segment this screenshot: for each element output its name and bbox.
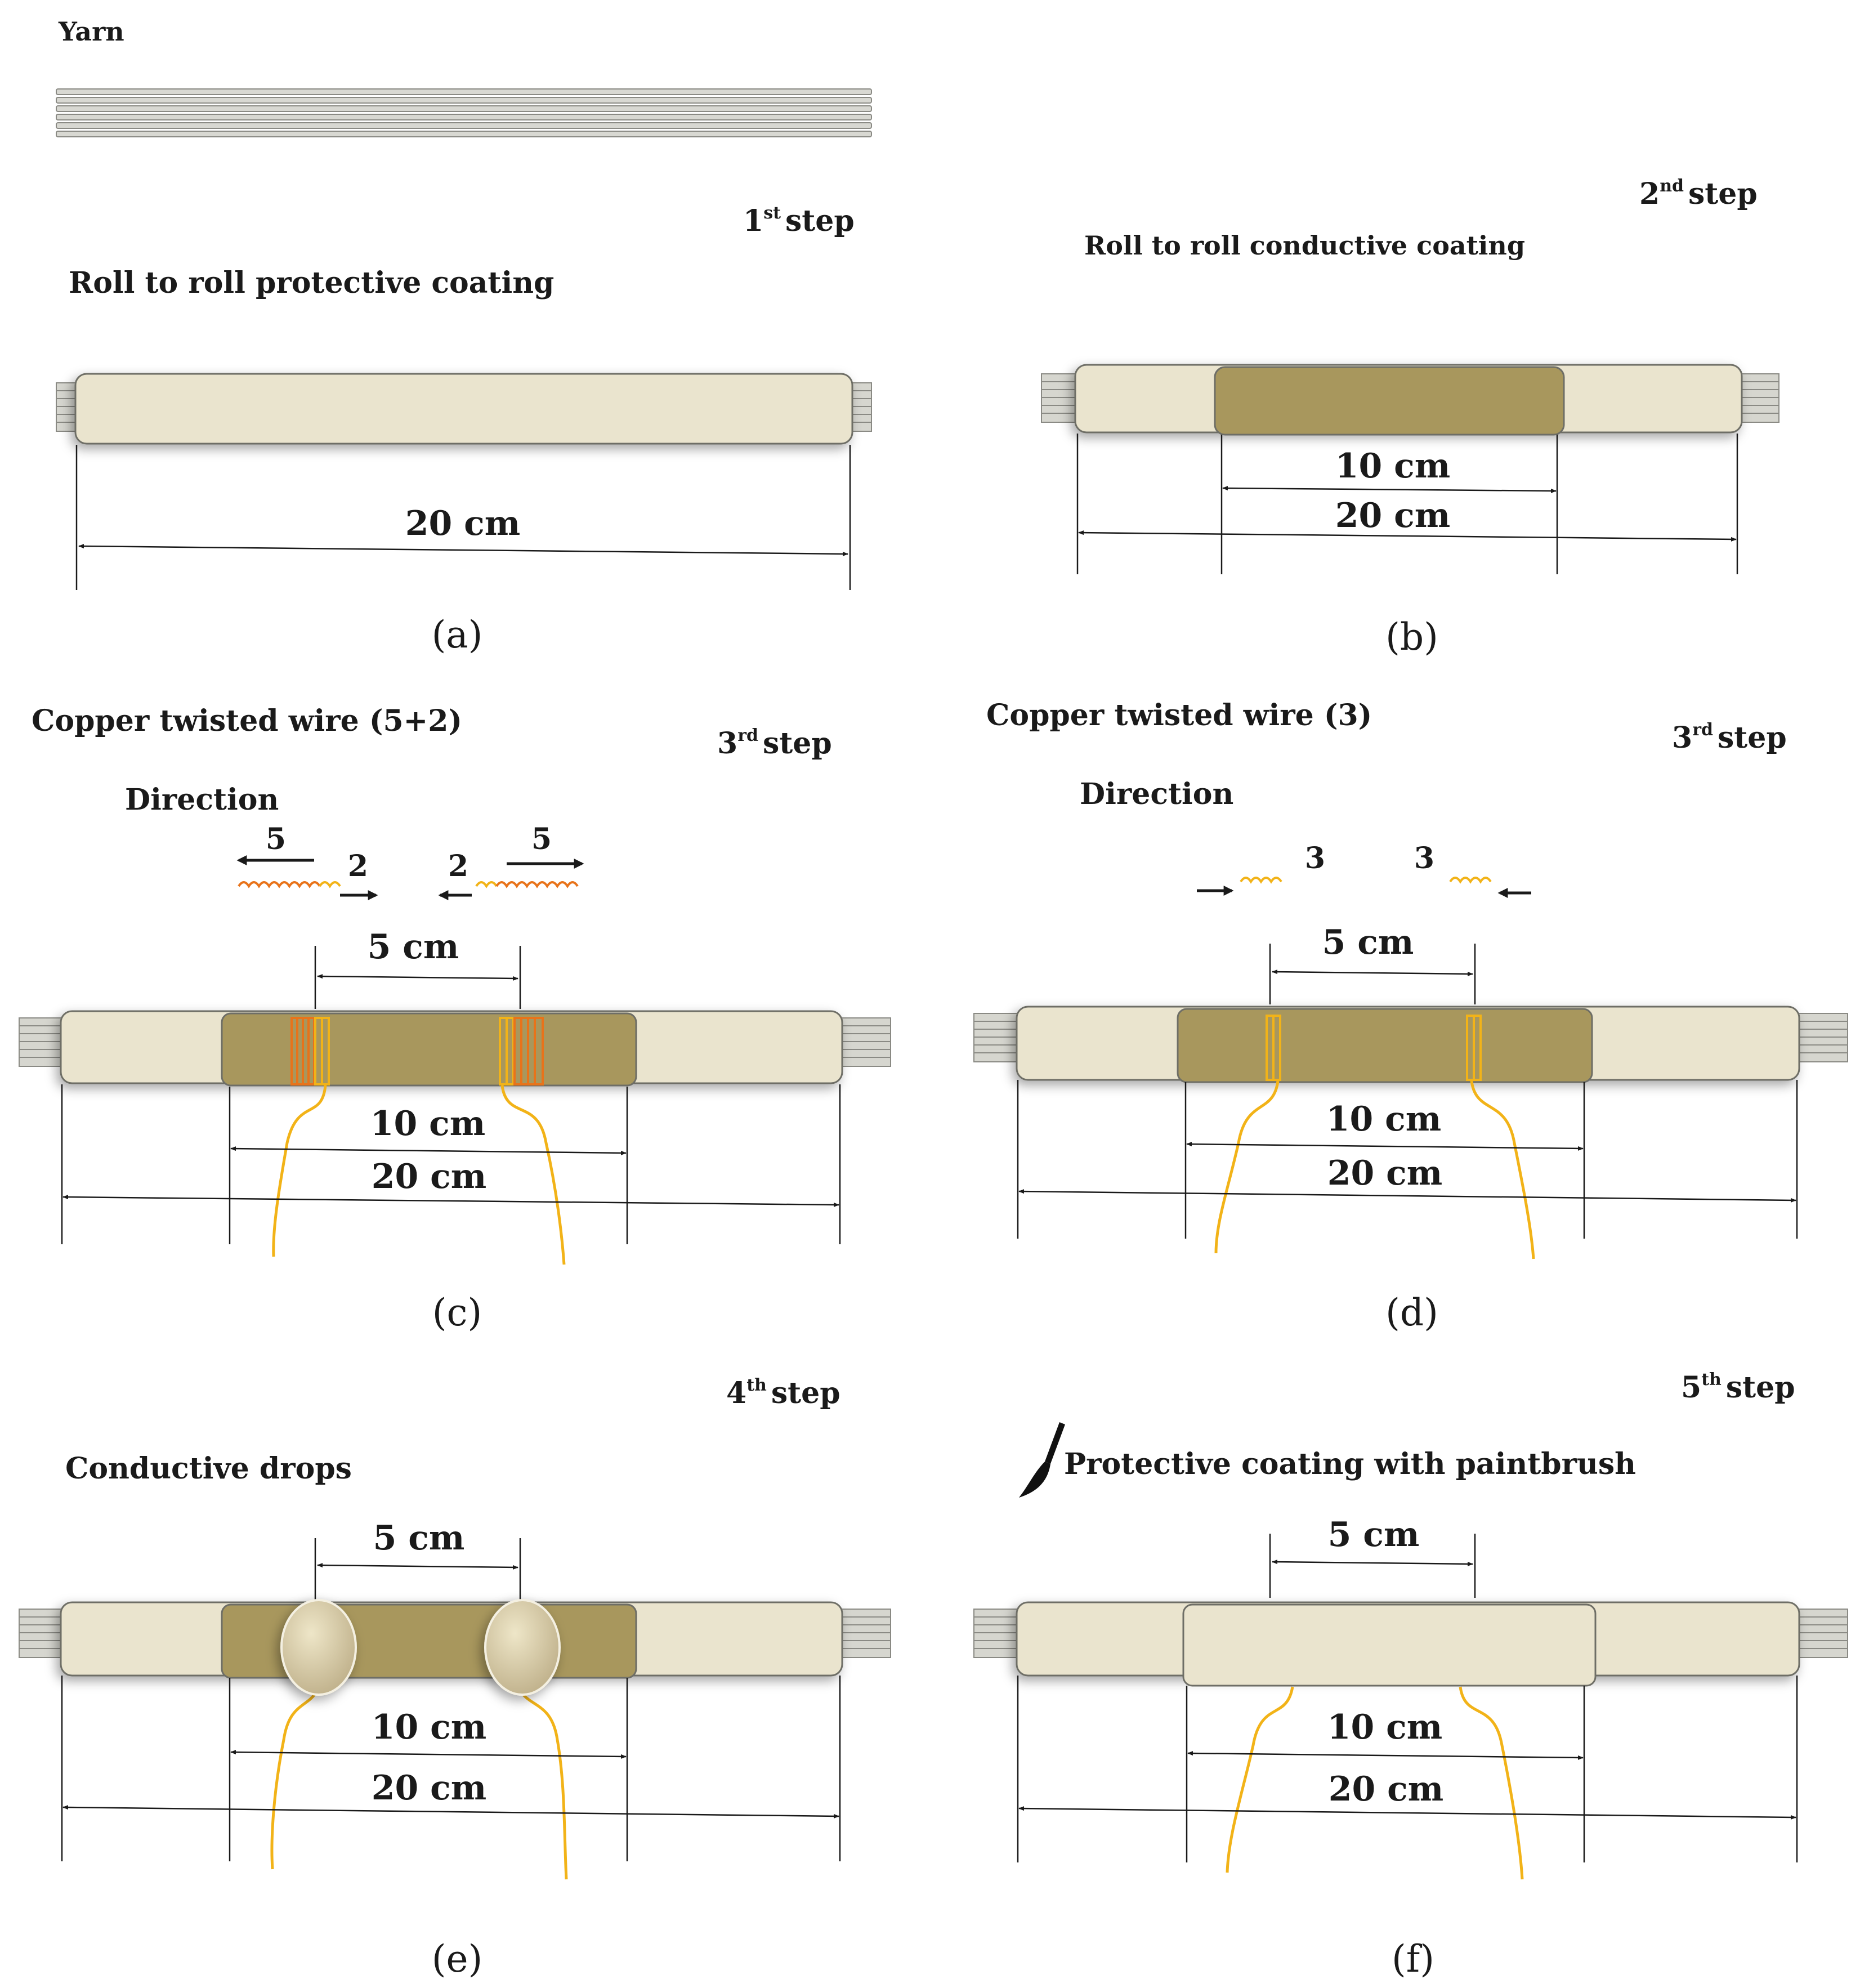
dimension-line-5cm (1272, 970, 1473, 976)
copper-lead-wire (500, 1085, 566, 1265)
dimension-line-20cm (1078, 530, 1737, 542)
coil-orange-icon (495, 881, 579, 888)
dimension-line-10cm (1222, 486, 1557, 493)
panel-label-c: (c) (432, 1291, 482, 1334)
dimension-line-10cm (1187, 1751, 1584, 1760)
dimension-line-10cm (230, 1750, 627, 1759)
twist-count-right-outer: 5 (531, 822, 552, 856)
dim-label-10cm: 10 cm (370, 1104, 485, 1143)
panel-label-d: (d) (1385, 1291, 1438, 1334)
dim-label-10cm: 10 cm (1327, 1708, 1442, 1747)
panel-a-title: Roll to roll protective coating (69, 266, 554, 300)
coil-yellow-icon (319, 881, 341, 888)
dim-label-10cm: 10 cm (1335, 446, 1450, 486)
twist-count-left: 3 (1305, 841, 1325, 875)
copper-lead-wire (1214, 1080, 1280, 1254)
panel-label-b: (b) (1385, 615, 1438, 659)
copper-lead-wire (1226, 1686, 1294, 1873)
twist-count-right-inner: 2 (448, 849, 468, 883)
twist-count-left-inner: 2 (348, 849, 368, 883)
copper-wrap-right (1466, 1015, 1482, 1081)
yarn-ends (973, 1609, 1848, 1658)
dim-label-20cm: 20 cm (405, 504, 520, 543)
copper-lead-wire (1470, 1080, 1535, 1259)
paintbrush-icon (1019, 1422, 1065, 1498)
panel-f-title: Protective coating with paintbrush (1064, 1447, 1636, 1481)
dim-label-5cm: 5 cm (1328, 1515, 1420, 1554)
panel-b-title: Roll to roll conductive coating (1084, 230, 1525, 261)
dimension-line-5cm (1272, 1560, 1473, 1566)
panel-c-title: Copper twisted wire (5+2) (32, 704, 462, 738)
yarn-ends (19, 1017, 891, 1067)
dim-label-20cm: 20 cm (372, 1768, 486, 1808)
direction-label: Direction (1080, 777, 1233, 811)
dim-label-5cm: 5 cm (368, 927, 459, 967)
paintbrush-coating (1182, 1603, 1597, 1687)
panel-label-e: (e) (432, 1937, 483, 1981)
direction-label: Direction (125, 783, 279, 817)
dimension-line-20cm (78, 544, 848, 556)
dimension-line-10cm (1186, 1142, 1584, 1151)
dimension-line-20cm (62, 1195, 839, 1207)
yarn-ends (973, 1013, 1848, 1062)
dimension-line-20cm (62, 1805, 839, 1819)
dim-label-10cm: 10 cm (372, 1708, 486, 1747)
conductive-coating (1177, 1008, 1593, 1083)
dimension-line-20cm (1018, 1189, 1796, 1203)
twist-count-right: 3 (1414, 841, 1434, 875)
conductive-coating (221, 1012, 637, 1087)
coil-yellow-icon (475, 881, 498, 888)
yarn-strands (56, 88, 872, 137)
dim-label-20cm: 20 cm (1327, 1154, 1442, 1193)
dimension-line-5cm (317, 1563, 518, 1570)
twist-count-left-outer: 5 (266, 822, 286, 856)
coil-yellow-icon (1240, 877, 1282, 884)
copper-lead-wire (1459, 1686, 1524, 1880)
copper-lead-wire (270, 1675, 323, 1870)
copper-lead-wire (514, 1675, 568, 1880)
panel-d-title: Copper twisted wire (3) (986, 698, 1372, 732)
panel-label-a: (a) (432, 613, 483, 656)
conductive-drop-right (484, 1599, 561, 1696)
dim-label-5cm: 5 cm (1322, 923, 1414, 962)
conductive-drop-left (280, 1599, 357, 1696)
dim-label-5cm: 5 cm (373, 1518, 465, 1558)
protective-coating (74, 373, 853, 445)
conductive-coating (1214, 366, 1565, 436)
coil-yellow-icon (1449, 877, 1492, 884)
coil-orange-icon (238, 881, 321, 888)
panel-label-f: (f) (1392, 1937, 1434, 1981)
dim-label-10cm: 10 cm (1326, 1100, 1441, 1139)
copper-lead-wire (272, 1085, 327, 1257)
copper-wrap-left (1266, 1015, 1281, 1081)
copper-wrap-left (290, 1017, 330, 1085)
yarn-label: Yarn (58, 16, 124, 47)
dimension-line-5cm (317, 974, 518, 981)
copper-wrap-right (499, 1017, 544, 1085)
panel-e-title: Conductive drops (65, 1451, 352, 1486)
yarn-section: Yarn (56, 16, 872, 137)
dimension-line-20cm (1018, 1806, 1796, 1820)
dimension-line-10cm (230, 1146, 627, 1155)
dim-label-20cm: 20 cm (1329, 1770, 1443, 1809)
dim-label-20cm: 20 cm (1335, 496, 1450, 535)
dim-label-20cm: 20 cm (372, 1157, 486, 1196)
